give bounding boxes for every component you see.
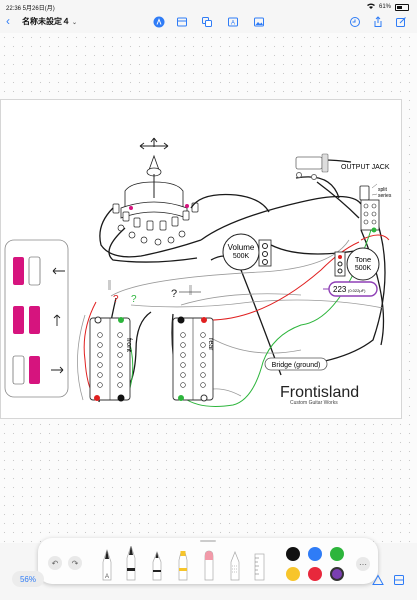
- color-swatch-purple[interactable]: [330, 567, 344, 581]
- pole-piece: [97, 362, 103, 368]
- pole-piece: [180, 352, 186, 358]
- wiring-diagram: OUTPUT JACK split series Volume 500K: [4, 137, 392, 407]
- pole-piece: [117, 382, 123, 388]
- bridge-ground-label: Bridge (ground): [272, 362, 321, 369]
- table-icon[interactable]: [175, 15, 188, 28]
- shapes-icon[interactable]: [200, 15, 213, 28]
- pen-tool-icon[interactable]: A: [102, 548, 112, 581]
- pole-piece: [97, 382, 103, 388]
- front-label: front: [125, 338, 132, 352]
- shape-recognition-icon[interactable]: [372, 573, 384, 591]
- pole-piece: [117, 332, 123, 338]
- pole-piece: [200, 342, 206, 348]
- split-label: split: [378, 187, 388, 193]
- eraser-tool-icon[interactable]: [204, 550, 214, 581]
- wiring-diagram-image[interactable]: OUTPUT JACK split series Volume 500K: [0, 99, 402, 419]
- battery-icon: [395, 3, 409, 11]
- capacitor-value: 223: [333, 285, 347, 294]
- status-indicators: 61%: [366, 3, 409, 11]
- markup-tool-icon[interactable]: [152, 15, 165, 28]
- color-swatch-blue[interactable]: [308, 547, 322, 561]
- question-mark-red: ?: [113, 294, 119, 305]
- split-series-switch: split series: [359, 183, 392, 233]
- highlighter-tool-icon[interactable]: [178, 551, 188, 581]
- pole-piece: [97, 372, 103, 378]
- pickup-legend-box: [4, 239, 69, 398]
- pole-piece: [117, 352, 123, 358]
- status-time: 22:36 5月26日(月): [6, 6, 55, 12]
- legend-row-rear: [12, 355, 64, 385]
- tone-label: Tone: [355, 255, 371, 264]
- tone-value: 500K: [355, 265, 372, 272]
- color-swatch-green[interactable]: [330, 547, 344, 561]
- color-swatch-black[interactable]: [286, 547, 300, 561]
- question-mark-black: ?: [171, 288, 177, 300]
- text-box-icon[interactable]: A: [226, 15, 239, 28]
- undo-history-icon[interactable]: [348, 15, 361, 28]
- pole-piece: [180, 332, 186, 338]
- status-bar: 22:36 5月26日(月) 61%: [0, 0, 417, 12]
- svg-text:A: A: [105, 574, 109, 580]
- selector-arrows: [139, 137, 169, 150]
- media-icon[interactable]: [252, 15, 265, 28]
- svg-text:A: A: [230, 20, 234, 26]
- ruler-tool-icon[interactable]: [254, 553, 265, 581]
- share-icon[interactable]: [371, 15, 384, 28]
- wifi-icon: [366, 3, 375, 11]
- document-title[interactable]: 名称未設定４⌄: [22, 17, 78, 26]
- rear-label: rear: [207, 338, 214, 351]
- chevron-down-icon: ⌄: [72, 20, 78, 26]
- marker-tool-icon[interactable]: [126, 544, 136, 581]
- bridge-ground: Bridge (ground): [264, 357, 328, 371]
- pole-piece: [180, 372, 186, 378]
- pole-piece: [200, 362, 206, 368]
- pole-piece: [97, 342, 103, 348]
- front-pickup: front: [89, 316, 132, 402]
- brand-subtitle: Custom Guitar Works: [290, 400, 338, 406]
- legend-row-both: [13, 306, 61, 334]
- pickup-selector-switch: [112, 154, 199, 246]
- volume-value: 500K: [233, 253, 250, 260]
- tone-pot: Tone 500K: [334, 247, 380, 281]
- brand-logo: Frontisland: [280, 384, 359, 401]
- palette-drag-handle[interactable]: [200, 540, 216, 542]
- volume-pot: Volume 500K: [222, 233, 272, 271]
- battery-percent: 61%: [378, 4, 391, 10]
- pole-piece: [180, 342, 186, 348]
- compose-icon[interactable]: [394, 15, 407, 28]
- capacitor-sub: (0.022μF): [348, 288, 366, 293]
- color-swatch-red[interactable]: [308, 567, 322, 581]
- more-options-icon[interactable]: ⋯: [356, 557, 370, 571]
- drawing-tools: A: [100, 544, 270, 582]
- pole-piece: [117, 342, 123, 348]
- pencil-tool-icon[interactable]: [152, 551, 162, 581]
- pole-piece: [117, 362, 123, 368]
- pole-piece: [200, 372, 206, 378]
- pole-piece: [97, 332, 103, 338]
- pole-piece: [180, 362, 186, 368]
- pole-piece: [180, 382, 186, 388]
- color-swatch-yellow[interactable]: [286, 567, 300, 581]
- undo-icon[interactable]: ↶: [48, 556, 62, 570]
- series-label: series: [378, 193, 392, 199]
- pole-piece: [200, 382, 206, 388]
- pole-piece: [97, 352, 103, 358]
- lasso-tool-icon[interactable]: [230, 551, 240, 581]
- pole-piece: [117, 372, 123, 378]
- page-layout-icon[interactable]: [393, 573, 405, 591]
- question-mark-green: ?: [131, 294, 137, 305]
- toolbar: ‹ 名称未設定４⌄ A: [0, 12, 417, 32]
- output-jack: OUTPUT JACK: [295, 153, 390, 180]
- redo-icon[interactable]: ↷: [68, 556, 82, 570]
- rear-pickup: rear: [172, 316, 214, 402]
- legend-row-front: [13, 256, 65, 286]
- capacitor: 223 (0.022μF): [323, 281, 378, 297]
- pole-piece: [200, 332, 206, 338]
- zoom-level[interactable]: 56%: [12, 571, 44, 587]
- pole-piece: [200, 352, 206, 358]
- output-jack-label: OUTPUT JACK: [341, 164, 390, 171]
- volume-label: Volume: [228, 243, 255, 252]
- chevron-left-icon[interactable]: ‹: [6, 14, 10, 28]
